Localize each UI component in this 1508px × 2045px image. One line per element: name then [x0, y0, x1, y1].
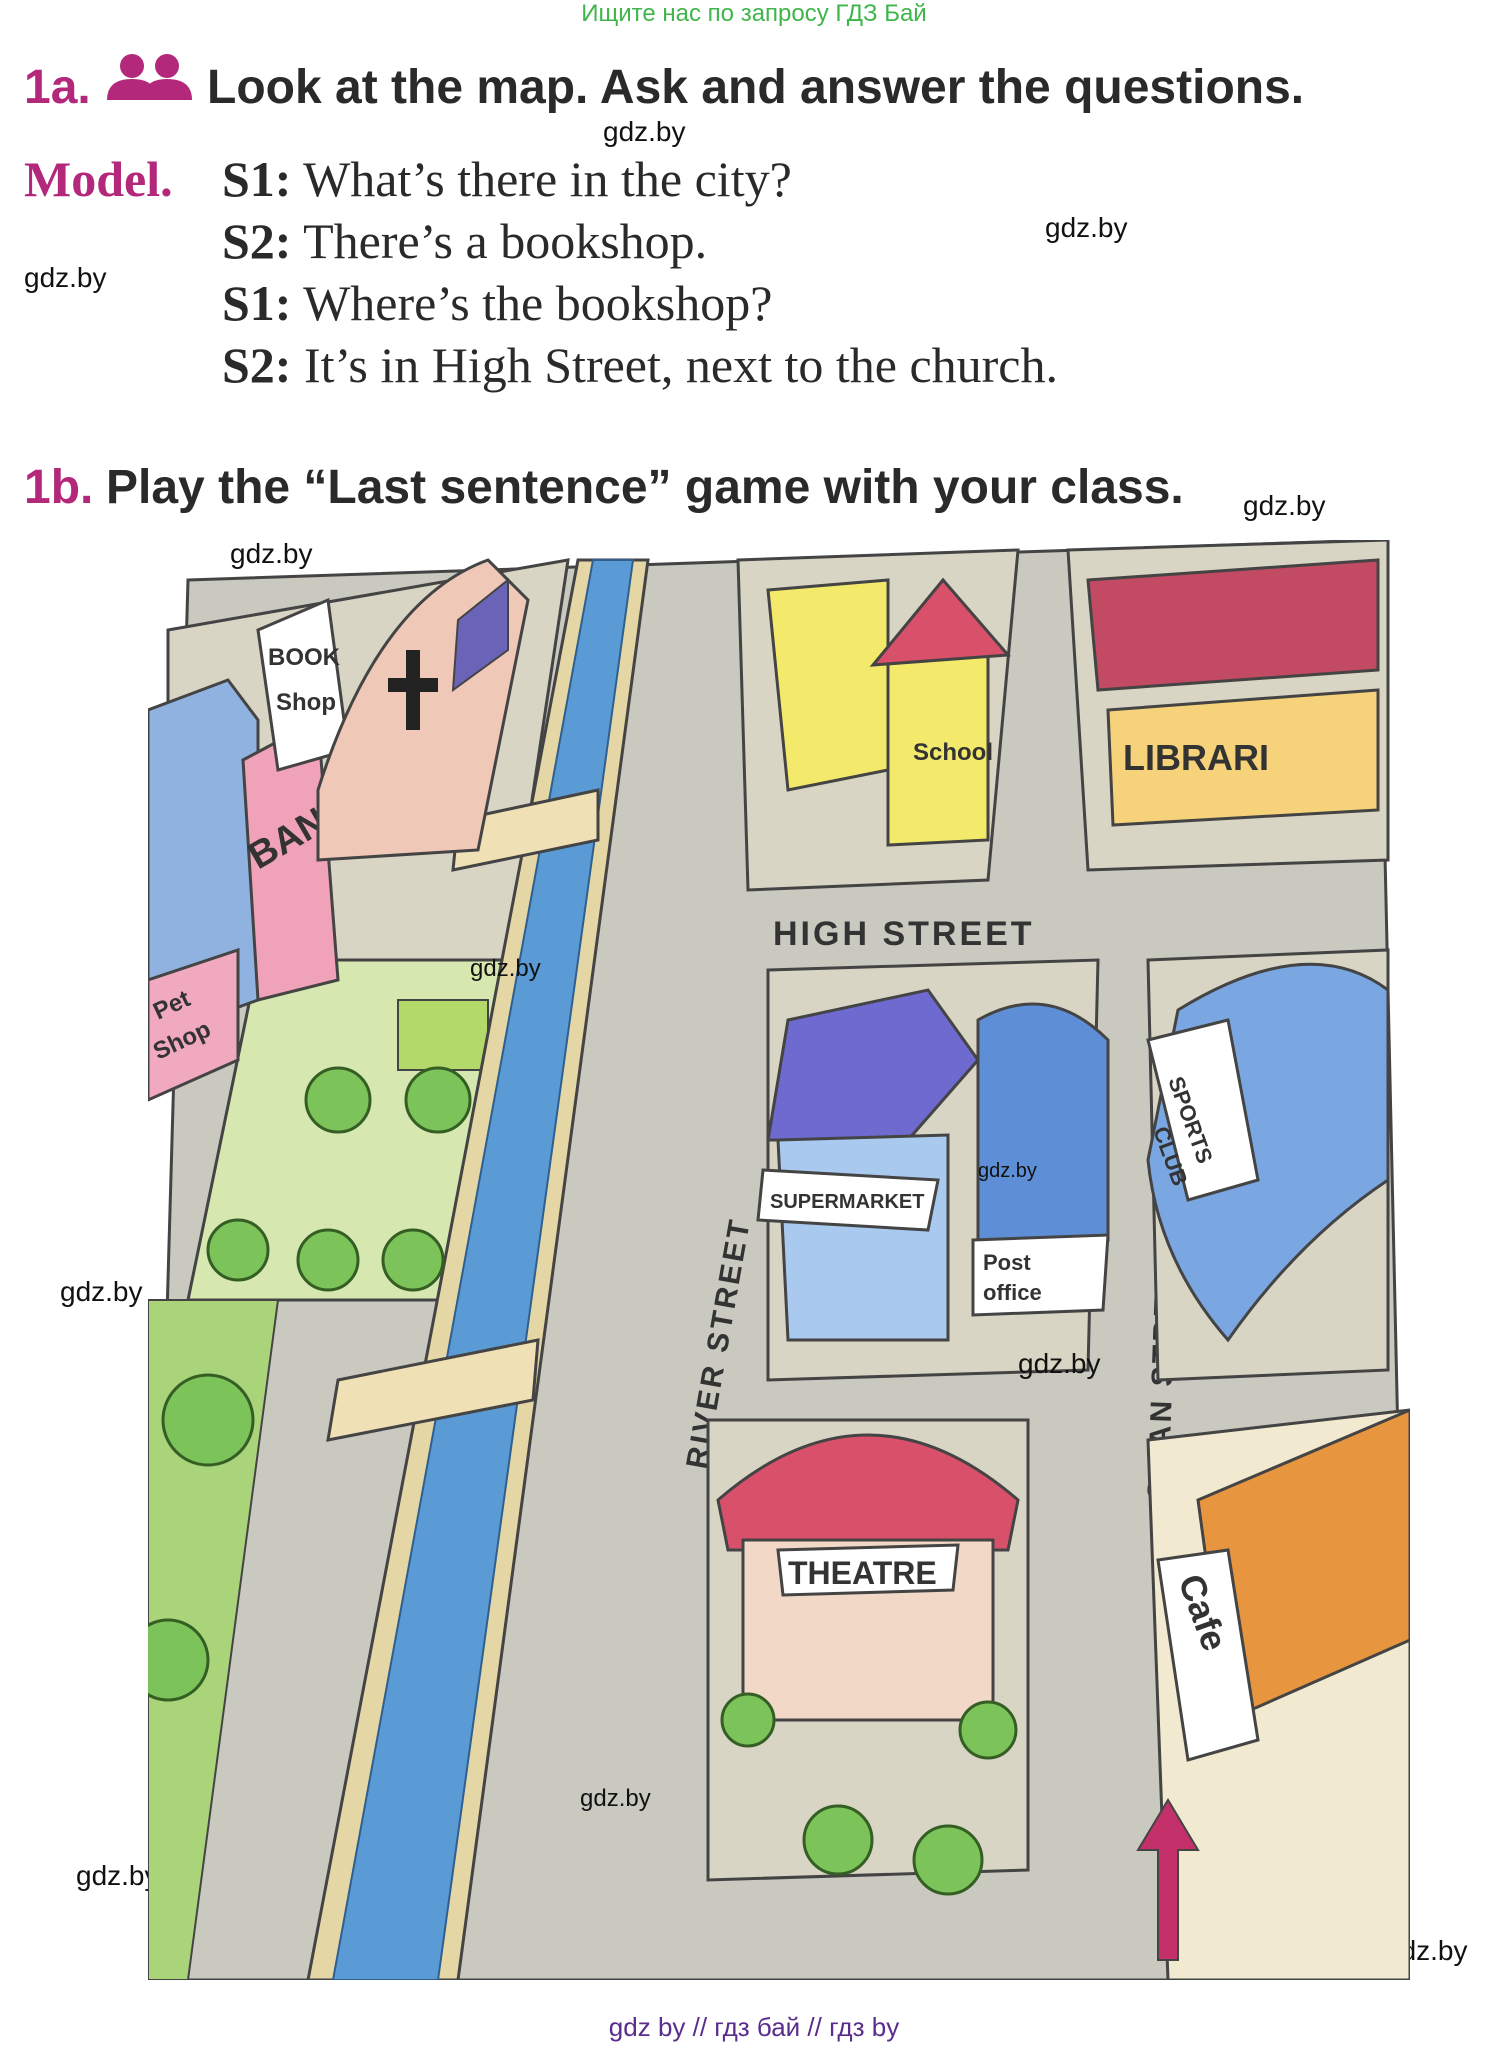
church-window [451, 577, 509, 693]
bookshop-label-line-1: BOOK [268, 644, 341, 671]
theatre-sign [776, 1543, 960, 1597]
river [331, 559, 635, 1980]
speaker-label: S1: [222, 275, 292, 331]
speaker-label: S2: [222, 213, 292, 269]
school-label: School [913, 739, 993, 766]
watermark: gdz.by [60, 1276, 143, 1307]
dialogue-line-3: S1: Where’s the bookshop? [222, 274, 772, 332]
watermark: gdz.by [76, 1860, 159, 1891]
speaker-label: S2: [222, 337, 292, 393]
dialogue-line-1: S1: What’s there in the city? [222, 150, 792, 208]
sports-club-sign [1146, 1018, 1260, 1202]
green-strip [148, 1299, 280, 1980]
exercise-1a-heading: 1a. [24, 60, 91, 115]
watermark: gdz.by [1045, 212, 1128, 243]
theatre-roof [716, 1433, 1020, 1552]
watermark: gdz.by [1018, 1348, 1101, 1379]
supermarket-sign [756, 1168, 940, 1232]
library-building [1106, 688, 1380, 827]
speaker-label: S1: [222, 151, 292, 207]
bookshop-label-line-2: Shop [276, 689, 336, 716]
school-roof [869, 577, 1012, 667]
post-office-label-line-2: office [983, 1280, 1042, 1305]
supermarket-roof [766, 988, 980, 1142]
post-office-label-line-1: Post [983, 1250, 1031, 1275]
theatre-trees [720, 1692, 1018, 1896]
bridge [326, 1338, 540, 1442]
watermark: gdz.by [470, 955, 541, 982]
dialogue-line-4: S2: It’s in High Street, next to the chu… [222, 336, 1058, 394]
dialogue-line-2: S2: There’s a bookshop. [222, 212, 707, 270]
watermark: gdz.by [24, 262, 107, 293]
supermarket-label: SUPERMARKET [770, 1191, 924, 1213]
dialogue-text: Where’s the bookshop? [303, 275, 773, 331]
top-banner: Ищите нас по запросу ГДЗ Бай [581, 0, 927, 27]
exercise-1b-instruction: Play the “Last sentence” game with your … [106, 461, 1184, 514]
watermark: gdz.by [978, 1160, 1037, 1182]
lawn [397, 999, 489, 1071]
watermark: gdz.by [230, 538, 313, 569]
exercise-1a-number: 1a. [24, 61, 91, 114]
exercise-1b-number: 1b. [24, 461, 94, 514]
exercise-1b-heading: 1b. [24, 460, 93, 515]
direction-arrow-icon [1136, 1798, 1200, 1961]
dialogue-text: It’s in High Street, next to the church. [303, 337, 1058, 393]
library-label: LIBRARI [1123, 737, 1269, 778]
cafe-sign [1156, 1548, 1260, 1762]
footer: gdz by // гдз бай // гдз by [608, 2012, 900, 2042]
pet-shop-sign [148, 947, 240, 1102]
dialogue-text: There’s a bookshop. [303, 213, 708, 269]
post-office-sign [971, 1233, 1110, 1317]
model-label: Model. [24, 151, 173, 207]
supermarket-building [776, 1133, 950, 1342]
pair-work-icon [107, 54, 192, 100]
post-office-roof [976, 1002, 1110, 1242]
cross-icon [388, 650, 438, 730]
watermark: gdz.by [603, 116, 686, 147]
dialogue-text: What’s there in the city? [303, 151, 792, 207]
exercise-1a-instruction: Look at the map. Ask and answer the ques… [207, 61, 1305, 114]
watermark: gdz.by [580, 1785, 651, 1812]
yellow-building [766, 578, 890, 792]
watermark: gdz.by [1243, 490, 1326, 521]
library-roof [1086, 558, 1380, 692]
park-trees [148, 1066, 472, 1702]
bridge [451, 788, 600, 872]
city-map-illustration: BANK BOOK Shop Pet Shop School LIBRARI H… [148, 540, 1410, 1980]
theatre-label: THEATRE [788, 1555, 937, 1591]
high-street-label: HIGH STREET [773, 915, 1035, 953]
